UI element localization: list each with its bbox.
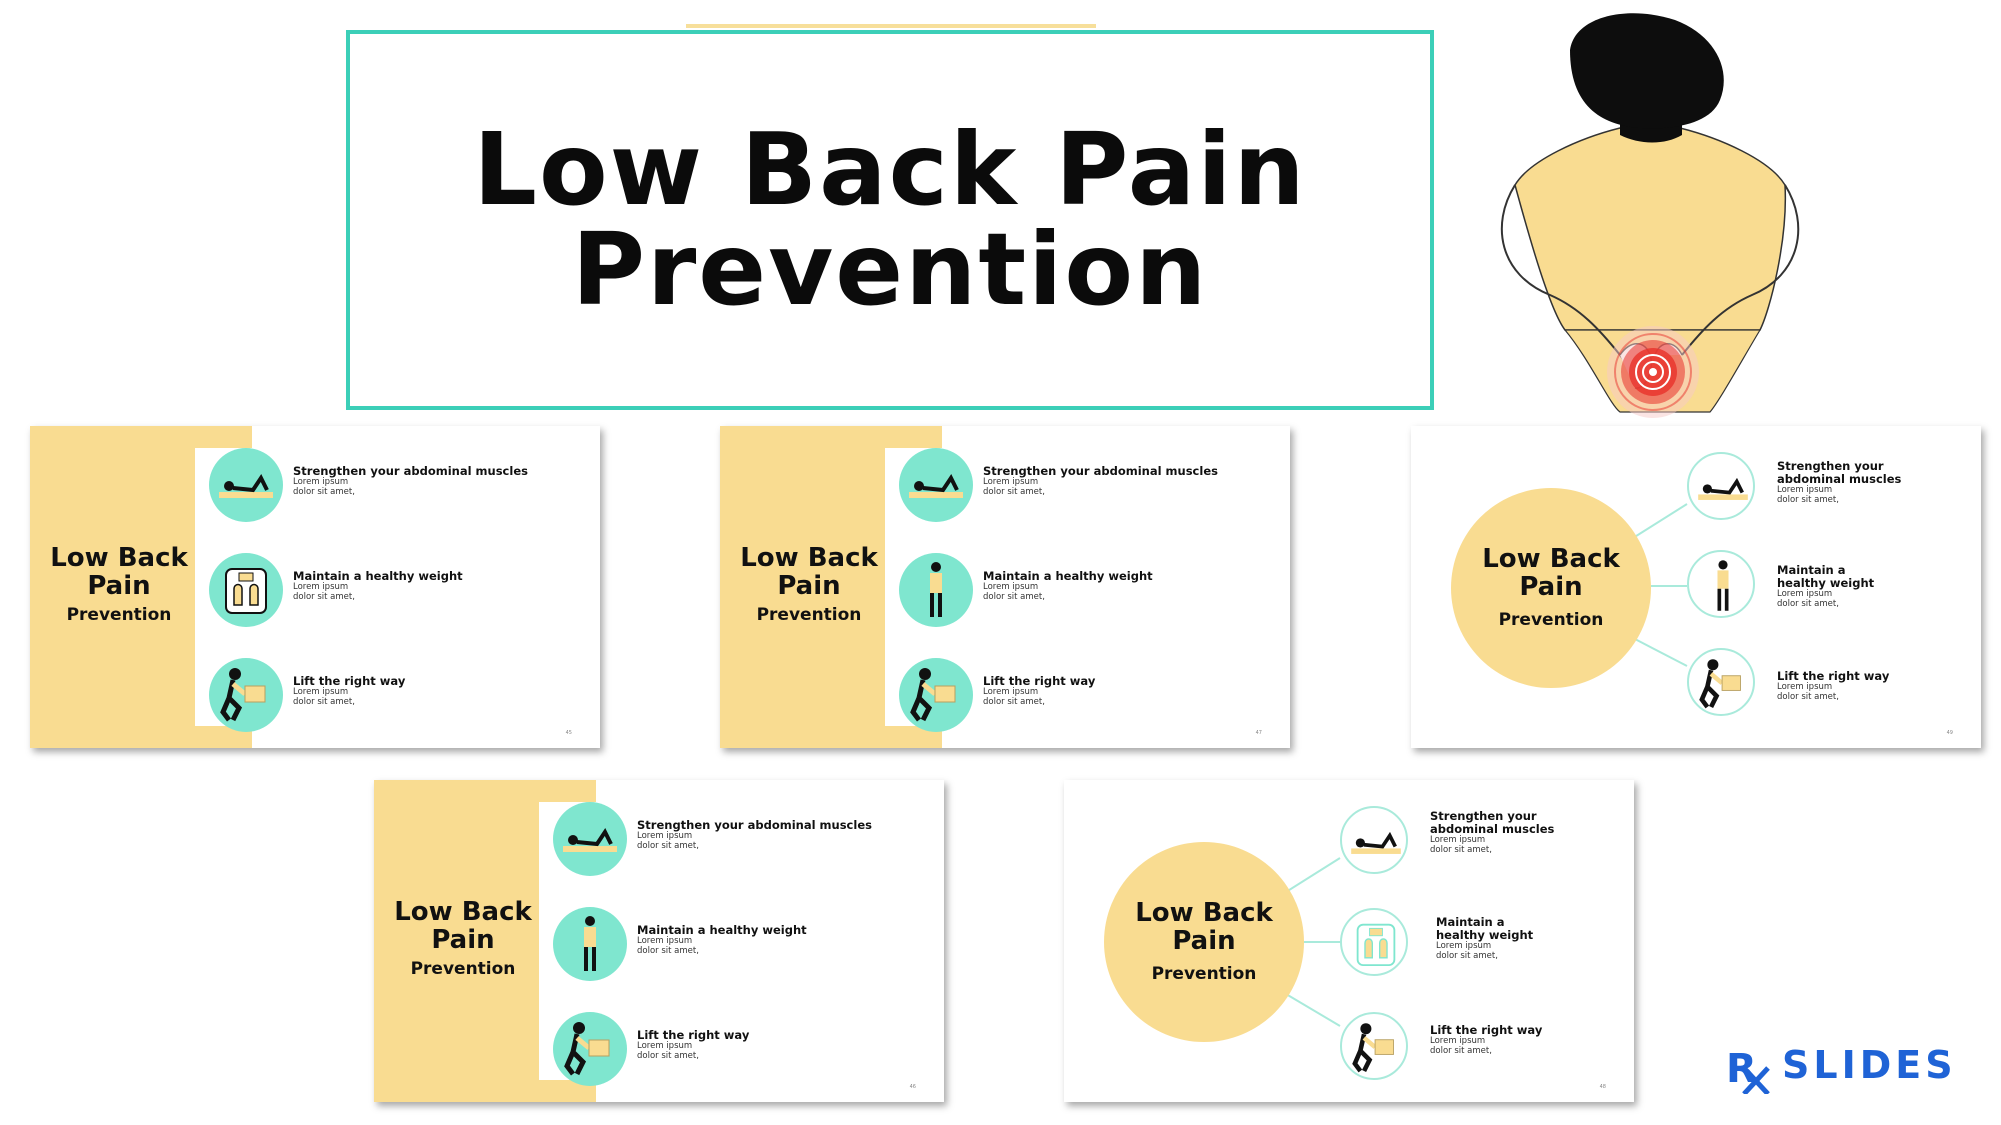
- abdominal-exercise-icon: [209, 448, 283, 522]
- main-title-line1: Low Back Pain: [473, 111, 1307, 228]
- lifting-box-icon: [209, 658, 283, 732]
- item-subtext: dolor sit amet,: [293, 486, 355, 497]
- page-number: 46: [909, 1084, 916, 1090]
- item-heading: Strengthen your abdominal muscles: [637, 818, 872, 832]
- item-text: Maintain a healthy weight Lorem ipsum do…: [1436, 915, 1534, 961]
- slide-thumbnail-5[interactable]: Low Back Pain Prevention Strengthen your…: [1064, 780, 1634, 1102]
- item-subtext: Lorem ipsum: [637, 936, 693, 946]
- item-text: Strengthen your abdominal muscles Lorem …: [1430, 809, 1555, 855]
- item-subtext: Lorem ipsum: [637, 1041, 693, 1051]
- list-item: Maintain a healthy weight Lorem ipsum do…: [209, 553, 589, 629]
- title-accent-bar: [686, 24, 1096, 28]
- lifting-box-icon: [1687, 648, 1755, 716]
- slide-title: Low Back Pain Prevention: [740, 543, 878, 625]
- standing-person-icon: [899, 553, 973, 627]
- scale-icon: [1340, 908, 1408, 976]
- abdominal-exercise-icon: [899, 448, 973, 522]
- item-subtext: Lorem ipsum: [983, 477, 1039, 487]
- item-subtext: Lorem ipsum: [293, 582, 349, 592]
- list-item: Lift the right way Lorem ipsum dolor sit…: [899, 658, 1279, 734]
- item-text: Maintain a healthy weight Lorem ipsum do…: [1777, 563, 1875, 609]
- item-subtext: Lorem ipsum: [983, 687, 1039, 697]
- slide-title: Low Back Pain Prevention: [394, 897, 532, 979]
- slide-title-circle: Low Back Pain Prevention: [1451, 488, 1651, 688]
- item-subtext: dolor sit amet,: [293, 696, 355, 707]
- standing-person-icon: [553, 907, 627, 981]
- list-item: Lift the right way Lorem ipsum dolor sit…: [209, 658, 589, 734]
- item-heading: Lift the right way: [983, 674, 1096, 688]
- lifting-box-icon: [1340, 1012, 1408, 1080]
- list-item: Maintain a healthy weight Lorem ipsum do…: [553, 907, 933, 983]
- item-subtext: dolor sit amet,: [983, 591, 1045, 602]
- item-subtext: Lorem ipsum: [293, 477, 349, 487]
- main-title-line2: Prevention: [571, 211, 1209, 328]
- slide-thumbnail-2[interactable]: Low Back Pain Prevention Strengthen your…: [720, 426, 1290, 748]
- standing-person-icon: [1687, 550, 1755, 618]
- slide-title-circle: Low Back Pain Prevention: [1104, 842, 1304, 1042]
- item-subtext: Lorem ipsum: [293, 687, 349, 697]
- back-pain-person-illustration: [1500, 13, 1800, 418]
- connector-lines: [1285, 857, 1341, 1027]
- item-heading: Lift the right way: [293, 674, 406, 688]
- title-frame: Low Back Pain Prevention: [346, 30, 1434, 410]
- item-subtext: dolor sit amet,: [637, 1050, 699, 1061]
- item-subtext: Lorem ipsum: [983, 582, 1039, 592]
- item-subtext: Lorem ipsum: [637, 831, 693, 841]
- lifting-box-icon: [553, 1012, 627, 1086]
- item-subtext: dolor sit amet,: [293, 591, 355, 602]
- item-text: Strengthen your abdominal muscles Lorem …: [1777, 459, 1902, 505]
- slide-title: Low Back Pain Prevention: [50, 543, 188, 625]
- item-subtext: dolor sit amet,: [983, 486, 1045, 497]
- page-number: 49: [1946, 730, 1953, 736]
- list-item: Strengthen your abdominal muscles Lorem …: [899, 448, 1279, 524]
- abdominal-exercise-icon: [1340, 806, 1408, 874]
- item-subtext: dolor sit amet,: [983, 696, 1045, 707]
- item-text: Lift the right way Lorem ipsum dolor sit…: [1777, 669, 1890, 702]
- pain-target-icon: [1607, 326, 1699, 418]
- page-number: 45: [565, 730, 572, 736]
- scale-icon: [209, 553, 283, 627]
- item-subtext: dolor sit amet,: [637, 945, 699, 956]
- abdominal-exercise-icon: [1687, 452, 1755, 520]
- item-subtext: dolor sit amet,: [637, 840, 699, 851]
- slide-thumbnail-3[interactable]: Low Back Pain Prevention Strengthen your…: [1411, 426, 1981, 748]
- list-item: Lift the right way Lorem ipsum dolor sit…: [553, 1012, 933, 1088]
- item-heading: Lift the right way: [637, 1028, 750, 1042]
- page-number: 47: [1255, 730, 1262, 736]
- item-heading: Strengthen your abdominal muscles: [293, 464, 528, 478]
- list-item: Strengthen your abdominal muscles Lorem …: [209, 448, 589, 524]
- rxslides-logo: R SLIDES: [1726, 1043, 1957, 1094]
- abdominal-exercise-icon: [553, 802, 627, 876]
- item-heading: Maintain a healthy weight: [637, 923, 807, 937]
- svg-text:SLIDES: SLIDES: [1782, 1043, 1957, 1087]
- item-heading: Maintain a healthy weight: [293, 569, 463, 583]
- slide-thumbnail-4[interactable]: Low Back Pain Prevention Strengthen your…: [374, 780, 944, 1102]
- slide-thumbnail-1[interactable]: Low Back Pain Prevention Strengthen your…: [30, 426, 600, 748]
- list-item: Strengthen your abdominal muscles Lorem …: [553, 802, 933, 878]
- item-heading: Maintain a healthy weight: [983, 569, 1153, 583]
- list-item: Maintain a healthy weight Lorem ipsum do…: [899, 553, 1279, 629]
- lifting-box-icon: [899, 658, 973, 732]
- connector-lines: [1632, 503, 1688, 667]
- item-text: Lift the right way Lorem ipsum dolor sit…: [1430, 1023, 1543, 1056]
- page-number: 48: [1599, 1084, 1606, 1090]
- item-heading: Strengthen your abdominal muscles: [983, 464, 1218, 478]
